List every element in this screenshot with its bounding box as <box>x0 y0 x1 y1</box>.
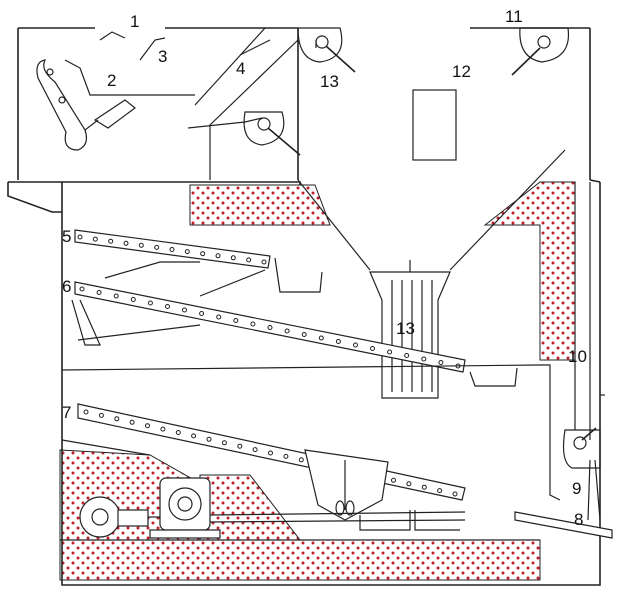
sieve-hole <box>404 353 410 358</box>
sieve-hole <box>335 339 341 344</box>
sieve-hole <box>284 328 290 334</box>
sieve-hole <box>437 488 443 494</box>
sieve-hole <box>452 491 458 497</box>
callout-8: 8 <box>574 510 583 529</box>
sieve-hole <box>370 346 375 351</box>
sieve-deck-5 <box>74 229 271 269</box>
sieve-hole <box>246 257 252 263</box>
sieve-hole <box>301 332 307 337</box>
sieve-hole <box>108 238 114 244</box>
sieve-hole <box>421 484 427 490</box>
sieve-hole <box>215 253 221 259</box>
fan-housing-lower-left <box>243 111 285 146</box>
callout-4: 4 <box>236 59 245 78</box>
sieve-hole <box>191 433 197 439</box>
sieve-hole <box>200 251 206 257</box>
sieve-hole <box>169 247 175 252</box>
sieve-hole <box>147 300 153 306</box>
callout-12: 12 <box>452 62 471 81</box>
aspiration-chamber <box>297 89 566 399</box>
sieve-hole <box>98 412 104 418</box>
electric-motor-icon <box>149 477 221 539</box>
sieve-hole <box>387 349 393 355</box>
sieve-hole <box>391 477 396 483</box>
sieve-hole <box>154 244 160 250</box>
sieve-hole <box>353 342 358 348</box>
callout-9: 9 <box>572 479 581 498</box>
sieve-hole <box>298 457 304 463</box>
callout-13-collector: 13 <box>396 319 415 338</box>
cam-lever <box>36 59 88 151</box>
sieve-hole <box>130 297 136 302</box>
sieve-hole <box>184 249 190 255</box>
belt-pulley-icon <box>79 496 121 538</box>
sieve-hole <box>438 360 444 365</box>
sieve-hole <box>182 307 187 313</box>
callout-6: 6 <box>62 277 71 296</box>
sieve-hole <box>123 240 129 246</box>
sieve-hole <box>113 293 119 299</box>
sieve-hole <box>114 416 120 422</box>
sieve-hole <box>237 443 243 449</box>
sieve-hole <box>129 419 135 425</box>
internal-guides <box>61 257 541 456</box>
fan-impeller-icon <box>537 35 551 49</box>
sieve-hole <box>221 440 227 446</box>
fan-impeller-icon <box>573 436 587 450</box>
sieve-hole <box>267 325 273 330</box>
right-channel <box>540 182 605 521</box>
drive-assembly <box>79 449 613 539</box>
sieve-hole <box>79 286 85 292</box>
feed-mechanism <box>36 27 301 180</box>
inspection-window <box>412 89 457 161</box>
sieve-hole <box>138 242 144 248</box>
callout-3: 3 <box>158 47 167 66</box>
sieve-hole <box>96 290 102 295</box>
callout-5: 5 <box>62 227 71 246</box>
callout-13-fan: 13 <box>320 72 339 91</box>
sieve-hole <box>283 453 289 459</box>
sieve-hole <box>77 234 83 240</box>
callout-2: 2 <box>107 71 116 90</box>
sieve-hole <box>406 481 412 487</box>
callout-labels: 1 2 3 4 5 6 7 8 9 10 11 12 13 13 <box>62 7 587 529</box>
sieve-hole <box>83 409 89 415</box>
sieve-deck-6 <box>74 281 466 373</box>
sieve-hole <box>230 255 236 261</box>
fan-upper-middle <box>297 27 356 73</box>
sieve-hole <box>252 447 258 453</box>
sieve-hole <box>199 311 205 316</box>
sieve-hole <box>216 314 222 320</box>
sieve-hole <box>175 430 181 435</box>
callout-1: 1 <box>130 12 139 31</box>
sieve-hole <box>145 423 150 429</box>
callout-11: 11 <box>505 7 523 26</box>
sieve-hole <box>421 356 427 362</box>
eccentric-plate <box>304 449 389 521</box>
sieve-hole <box>160 426 166 432</box>
sieve-hole <box>318 335 324 341</box>
sieve-hole <box>206 436 212 442</box>
sieve-hole <box>165 304 170 309</box>
sieve-hole <box>250 321 256 327</box>
sieve-hole <box>92 236 98 242</box>
callout-10: 10 <box>568 347 587 366</box>
callout-7: 7 <box>62 403 71 422</box>
sieve-hole <box>261 259 267 265</box>
sieve-hole <box>268 450 273 456</box>
sieve-hole <box>233 318 239 323</box>
lever-handle-icon <box>93 99 136 129</box>
fan-upper-right <box>511 27 570 76</box>
outlet-spout <box>514 511 613 539</box>
